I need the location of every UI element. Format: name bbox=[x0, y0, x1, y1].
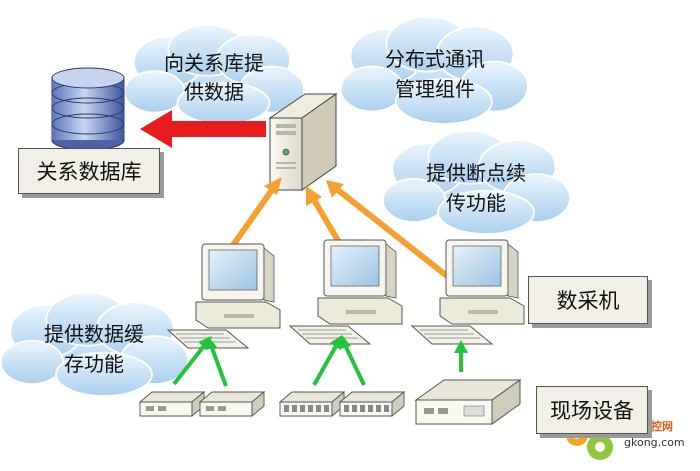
label-data-acquisition-pc: 数采机 bbox=[528, 276, 648, 324]
arrow-server-to-database bbox=[140, 110, 266, 148]
cloud-resume-transfer: 提供断点续 传功能 bbox=[381, 129, 571, 235]
workstation-3-icon bbox=[411, 239, 525, 345]
server-icon bbox=[268, 93, 338, 191]
field-device-4-icon bbox=[339, 391, 405, 417]
arrow-pc2-to-server bbox=[306, 186, 343, 246]
field-device-1-icon bbox=[139, 391, 205, 417]
cloud-distributed-comm-line1: 分布式通讯 bbox=[385, 47, 485, 71]
arrow-device2-to-pc1 bbox=[205, 336, 228, 387]
arrow-device5-to-pc3 bbox=[454, 340, 468, 372]
cloud-distributed-comm: 分布式通讯 管理组件 bbox=[339, 15, 529, 125]
arrow-pc3-to-server bbox=[326, 180, 449, 279]
arrow-device3-to-pc2 bbox=[312, 335, 342, 386]
arrow-device4-to-pc2 bbox=[340, 335, 366, 386]
field-device-2-icon bbox=[199, 391, 265, 417]
label-field-devices-text: 现场设备 bbox=[550, 399, 634, 423]
cloud-provide-data: 向关系库提 供数据 bbox=[123, 24, 305, 125]
label-data-acquisition-pc-text: 数采机 bbox=[556, 289, 620, 313]
label-relational-database-text: 关系数据库 bbox=[36, 160, 142, 184]
label-field-devices: 现场设备 bbox=[536, 386, 648, 434]
database-icon bbox=[51, 67, 125, 151]
workstation-1-icon bbox=[167, 243, 281, 349]
field-device-3-icon bbox=[279, 391, 345, 417]
label-relational-database: 关系数据库 bbox=[18, 148, 160, 194]
cloud-resume-transfer-line1: 提供断点续 bbox=[426, 161, 526, 185]
cloud-provide-data-line2: 供数据 bbox=[184, 80, 244, 104]
cloud-data-cache-line2: 存功能 bbox=[64, 352, 124, 376]
workstation-2-icon bbox=[289, 239, 403, 345]
watermark-url: gkong.com bbox=[624, 436, 685, 449]
cloud-provide-data-line1: 向关系库提 bbox=[164, 51, 264, 75]
cloud-resume-transfer-line2: 传功能 bbox=[446, 191, 506, 215]
field-device-5-icon bbox=[414, 379, 522, 425]
cloud-data-cache: 提供数据缓 存功能 bbox=[0, 291, 189, 397]
cloud-distributed-comm-line2: 管理组件 bbox=[395, 77, 475, 101]
arrow-pc1-to-server bbox=[228, 177, 282, 250]
cloud-data-cache-line1: 提供数据缓 bbox=[44, 322, 144, 346]
